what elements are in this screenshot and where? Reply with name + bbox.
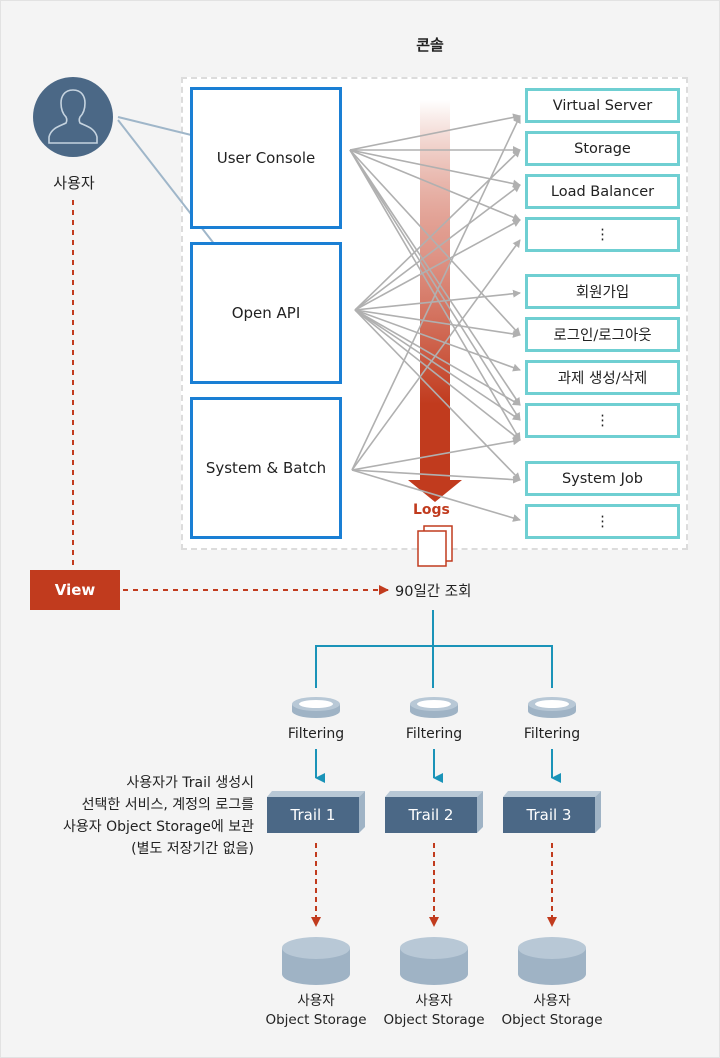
storage-label-line1: 사용자 (297, 993, 335, 1009)
connector-line (351, 239, 521, 471)
service-label: ⋮ (595, 226, 610, 243)
service-label: ⋮ (595, 513, 610, 530)
connector-line (349, 149, 521, 222)
connector-line (349, 113, 521, 151)
filter-icon (292, 697, 340, 718)
source-label: System & Batch (205, 459, 327, 477)
log-flow-arrow-shaft (420, 100, 450, 480)
service-label: Storage (574, 140, 631, 157)
service-label: 과제 생성/삭제 (557, 371, 648, 387)
storage-label: 사용자 Object Storage (256, 992, 376, 1030)
connector-line (354, 289, 521, 311)
service-box[interactable]: System Job (525, 461, 680, 496)
connector-line (351, 469, 521, 522)
storage-label-line1: 사용자 (415, 993, 453, 1009)
trail-3d-edge (267, 791, 365, 833)
note-line: (별도 저장기간 없음) (131, 841, 254, 857)
arrow-tip (429, 917, 439, 927)
arrow-tip (311, 917, 321, 927)
user-avatar-icon (33, 77, 113, 157)
trail-2-box[interactable]: Trail 2 (385, 797, 477, 833)
connector-line (354, 149, 521, 311)
source-label: Open API (231, 304, 301, 322)
filter-label: Filtering (523, 726, 581, 742)
filter-label: Filtering (287, 726, 345, 742)
filter-icon (410, 697, 458, 718)
connector-line (354, 309, 521, 481)
query-period-label: 90일간 조회 (395, 584, 472, 600)
service-box[interactable]: ⋮ (525, 403, 680, 438)
service-label: System Job (561, 470, 644, 487)
connector-line (351, 469, 521, 484)
source-system-batch[interactable]: System & Batch (190, 397, 342, 539)
connector-line (354, 309, 521, 372)
service-box[interactable]: 과제 생성/삭제 (525, 360, 680, 395)
service-label: Virtual Server (552, 97, 653, 114)
log-flow-arrow-head (408, 480, 462, 502)
note-line: 사용자가 Trail 생성시 (126, 775, 254, 791)
service-box[interactable]: 로그인/로그아웃 (525, 317, 680, 352)
connector-line (354, 309, 521, 338)
storage-label: 사용자 Object Storage (374, 992, 494, 1030)
object-storage-icon (518, 937, 586, 985)
connector-line (349, 149, 521, 336)
filter-icon (528, 697, 576, 718)
service-box[interactable]: ⋮ (525, 504, 680, 539)
document-stack-icon (417, 525, 453, 567)
connector-line (354, 309, 521, 406)
trail-3d-edge (385, 791, 483, 833)
object-storage-icon (282, 937, 350, 985)
storage-label-line1: 사용자 (533, 993, 571, 1009)
service-box[interactable]: 회원가입 (525, 274, 680, 309)
trail-3d-edge (503, 791, 601, 833)
arrow-tip (547, 917, 557, 927)
connector-line (349, 149, 521, 188)
connector-line (354, 184, 521, 311)
connector-line (351, 437, 521, 471)
source-open-api[interactable]: Open API (190, 242, 342, 384)
connector-line (354, 219, 521, 311)
connector-line (354, 309, 521, 421)
logs-label: Logs (413, 502, 450, 518)
connector-line (354, 309, 521, 441)
source-service-connectors (349, 113, 521, 522)
service-label: 회원가입 (575, 285, 630, 301)
console-title: 콘솔 (416, 36, 444, 54)
note-line: 사용자 Object Storage에 보관 (62, 819, 254, 835)
service-box[interactable]: Load Balancer (525, 174, 680, 209)
storage-label-line2: Object Storage (265, 1012, 367, 1028)
trail-3-box[interactable]: Trail 3 (503, 797, 595, 833)
source-user-console[interactable]: User Console (190, 87, 342, 229)
service-box[interactable]: ⋮ (525, 217, 680, 252)
source-label: User Console (216, 149, 316, 167)
branch-connectors (315, 610, 553, 688)
connector-line (349, 149, 521, 406)
connector-line (351, 115, 521, 471)
trail-note: 사용자가 Trail 생성시 선택한 서비스, 계정의 로그를 사용자 Obje… (30, 772, 254, 860)
trail-1-box[interactable]: Trail 1 (267, 797, 359, 833)
service-box[interactable]: Virtual Server (525, 88, 680, 123)
service-label: ⋮ (595, 412, 610, 429)
service-box[interactable]: Storage (525, 131, 680, 166)
service-label: 로그인/로그아웃 (553, 328, 652, 344)
storage-label-line2: Object Storage (501, 1012, 603, 1028)
user-label: 사용자 (53, 174, 95, 192)
filter-label: Filtering (405, 726, 463, 742)
object-storage-icon (400, 937, 468, 985)
service-label: Load Balancer (550, 183, 655, 200)
connector-line (349, 149, 521, 421)
storage-label: 사용자 Object Storage (492, 992, 612, 1030)
view-button[interactable]: View (30, 570, 120, 610)
note-line: 선택한 서비스, 계정의 로그를 (81, 797, 254, 813)
storage-label-line2: Object Storage (383, 1012, 485, 1028)
